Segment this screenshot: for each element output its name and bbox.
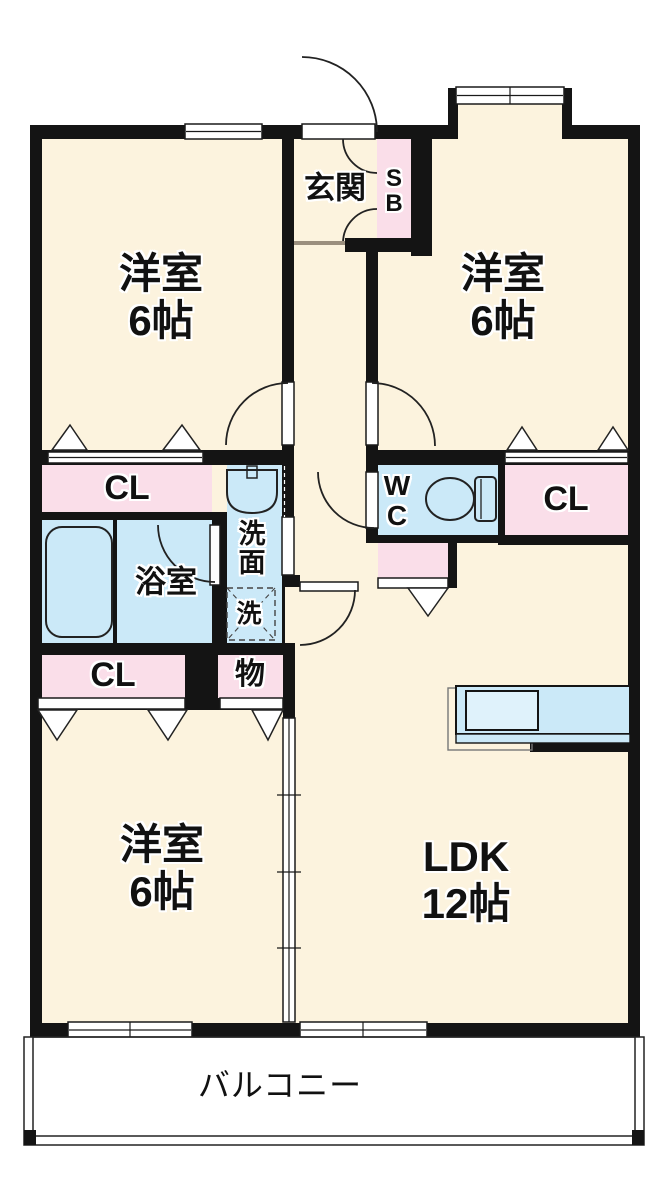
wc-door-arc [317, 471, 375, 529]
folding-door-tl-1 [50, 423, 89, 451]
balcony-post-left [24, 1130, 36, 1145]
washer-diag-1 [226, 587, 276, 641]
wall-top-right-b [562, 125, 640, 139]
folding-door-storage-wc [406, 587, 450, 618]
door-leaf-bathroom [209, 524, 221, 586]
wall-outer-right [628, 125, 640, 1037]
bathroom-area [42, 520, 212, 643]
wall-washroom-right-a [282, 465, 294, 517]
folding-door-tr-2 [596, 425, 630, 451]
bay-post-left [448, 88, 458, 139]
storage-track-bottom [219, 697, 284, 710]
wall-top-genkan [375, 125, 411, 139]
storage-wc-track [377, 577, 449, 589]
bedroom-right-door-arc [371, 382, 436, 447]
kitchen-counter-front [455, 733, 631, 744]
storage-bottom-area [218, 653, 283, 698]
washbasin-icon [226, 469, 278, 515]
entrance-door-arc [301, 56, 378, 133]
wall-storage-right [283, 645, 295, 718]
wall-wet-bottom [30, 643, 295, 655]
shoebox-door-arc-bottom [342, 208, 378, 244]
balcony-post-right [632, 1130, 644, 1145]
opening-details [49, 87, 627, 1038]
bedroom-left-door-arc [225, 382, 289, 446]
fixtures [45, 241, 631, 751]
door-leaf-washroom [281, 516, 295, 576]
closet-mid-left-area [42, 465, 212, 512]
bay-post-right [562, 88, 572, 139]
wc-area [378, 463, 498, 535]
bathtub-icon [45, 526, 113, 638]
folding-door-storage [250, 709, 285, 742]
door-leaf-bedroom-right [365, 381, 379, 446]
wall-corridor-right-upper [366, 252, 378, 382]
folding-door-tl-2 [161, 423, 202, 451]
washer-space-icon [226, 587, 276, 641]
washroom-area [227, 465, 283, 645]
shoe-box-area [377, 139, 411, 238]
genkan-step-line [294, 241, 345, 245]
shoebox-door-arc-top [342, 138, 378, 174]
bathtub-divider [113, 520, 117, 643]
washer-diag-2 [226, 587, 276, 641]
wall-storage-wc-right [448, 543, 457, 588]
wall-entrance-stub [294, 125, 302, 139]
wall-cl-right-bottom [498, 535, 640, 545]
balcony-outer-rail [23, 1036, 645, 1146]
storage-under-wc-area [378, 543, 448, 578]
folding-door-bl-1 [36, 709, 79, 742]
wall-corridor-left-upper [282, 125, 294, 382]
door-leaf-bedroom-left [281, 381, 295, 446]
entrance-door-leaf [301, 123, 376, 140]
door-arcs [157, 56, 436, 646]
balcony [23, 1036, 645, 1146]
wall-cl-bathroom [42, 512, 212, 520]
balcony-inner-rail [32, 1036, 636, 1137]
wall-corridor-bottom-stub [283, 575, 300, 587]
closet-track-bottom-left [37, 697, 186, 710]
folding-door-tr-1 [505, 425, 539, 451]
floor-fills [30, 104, 640, 1037]
folding-door-bl-2 [146, 709, 189, 742]
washbasin-faucet-icon [246, 465, 258, 479]
wall-wc-cl-divider [498, 463, 505, 535]
wall-genkan-bottom [345, 238, 432, 252]
ldk-door-arc [299, 589, 356, 646]
closet-bottom-left-area [42, 653, 185, 698]
wall-wc-left-a [366, 465, 378, 472]
wall-outer-left [30, 125, 42, 1037]
toilet-tank-icon [474, 476, 497, 522]
wall-washroom-right-thin [282, 584, 285, 645]
door-leaf-wc [365, 471, 379, 529]
folding-door-symbols [36, 423, 630, 742]
kitchen-sink-icon [465, 690, 539, 731]
wall-kitchen [530, 743, 640, 752]
wall-wc-bottom [366, 535, 498, 543]
closet-mid-right-area [505, 463, 628, 535]
bathroom-door-arc [157, 524, 216, 583]
bay-window-alcove [458, 104, 562, 139]
wall-shoebox-right [411, 125, 432, 256]
door-leaf-ldk [299, 581, 359, 592]
